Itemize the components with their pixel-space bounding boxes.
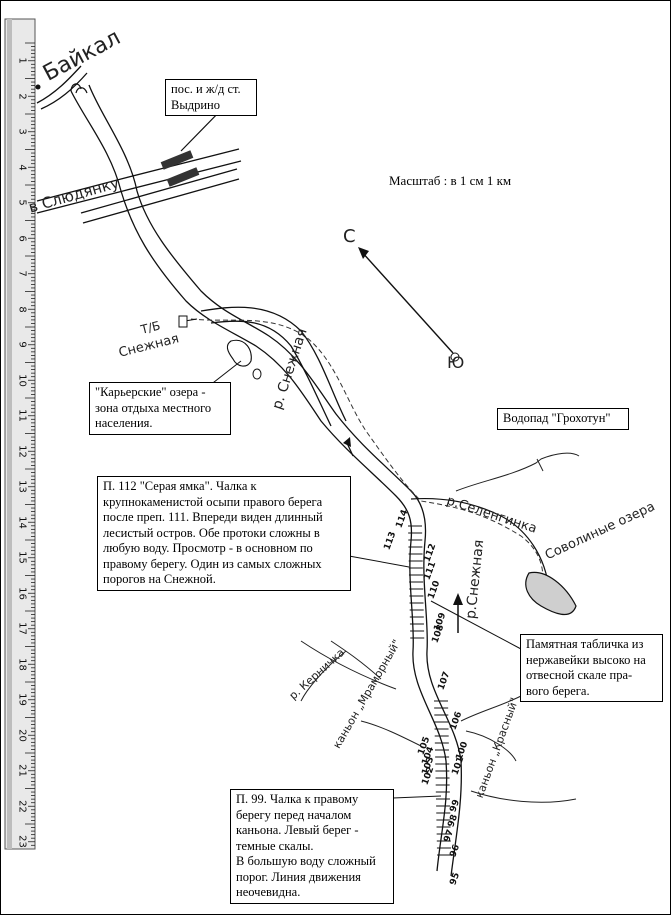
callout-line: порогов на Снежной. [103,572,216,586]
callout-line: лесистый остров. Обе протоки сложны в [103,525,320,540]
river-selenginka [410,497,550,592]
callout-line: В большую воду сложный [236,854,376,868]
callout-line: берегу перед началом [236,807,352,822]
callout-vodopad: Водопад "Грохотун" [497,408,629,430]
trail [190,318,544,592]
ruler-number: 3 [16,128,28,136]
roads [36,65,242,224]
ruler-number: 12 [16,445,28,458]
scale-label: Масштаб : в 1 см 1 км [389,173,512,188]
callout-tablichka: Памятная табличка из нержавейки высоко н… [520,634,663,702]
ruler-number: 21 [16,764,28,778]
ruler-number: 2 [16,93,28,100]
callout-line: "Карьерские" озера - [95,385,206,399]
callout-line: правому берегу. Один из самых сложных [103,556,322,571]
compass-arrow [358,247,460,362]
callout-vydrino: пос. и ж/д ст. Выдрино [165,79,257,116]
callout-line: порог. Линия движения [236,869,361,884]
ruler-number: 10 [16,374,28,387]
callout-line: крупнокаменистой осыпи правого берега [103,494,323,509]
callout-line: отвесной скале пра- [526,668,633,682]
ruler-number: 19 [16,693,28,707]
ruler [4,18,36,850]
callout-line: неочевидна. [236,885,301,899]
leader-lines [184,318,522,799]
callout-line: вого берега. [526,683,590,698]
ruler-number: 1 [16,57,28,65]
callout-line: Водопад "Грохотун" [503,411,611,425]
ruler-number: 20 [16,729,28,742]
callout-line: населения. [95,416,153,430]
callout-line: П. 99. Чалка к правому [236,792,359,806]
ruler-number: 23 [16,835,28,849]
ruler-number: 11 [16,409,28,423]
callout-p99: П. 99. Чалка к правому берегу перед нача… [230,789,394,904]
callout-p112: П. 112 "Серая ямка". Чалка к крупнокамен… [97,476,351,591]
ruler-number: 4 [16,164,28,171]
ruler-number: 5 [16,199,28,207]
ruler-number: 14 [16,516,28,529]
callout-line: пос. и ж/д ст. [171,82,241,96]
callout-line: Выдрино [171,97,220,112]
callout-line: каньона. Левый берег - [236,823,359,837]
ruler-number: 6 [16,235,28,242]
flow-arrow [453,593,463,633]
side-streams [300,640,577,803]
callout-line: Памятная табличка из [526,637,644,651]
callout-line: после преп. 111. Впереди виден длинный [103,510,323,524]
ruler-number: 17 [16,622,28,636]
callout-line: темные скалы. [236,838,314,853]
ruler-number: 8 [16,306,28,313]
compass-north: С [343,226,356,247]
savolnye-lake [525,571,577,616]
canyon-hatching [408,525,452,856]
callout-line: нержавейки высоко на [526,652,646,667]
ruler-number: 9 [16,341,28,349]
ruler-number: 13 [16,480,28,494]
callout-line: любую воду. Просмотр - в основном по [103,541,313,555]
callout-line: П. 112 "Серая ямка". Чалка к [103,479,257,493]
waterfall-stream [455,452,580,492]
callout-line: зона отдыха местного [95,400,212,415]
ruler-number: 22 [16,800,28,813]
baikal-shore [70,83,88,94]
callout-karyer-lakes: "Карьерские" озера - зона отдыха местног… [89,382,231,435]
ruler-number: 16 [16,587,28,600]
ruler-number: 7 [16,270,28,278]
ruler-number: 18 [16,658,28,671]
ruler-number: 15 [16,551,28,565]
compass-south: Ю [447,353,465,372]
